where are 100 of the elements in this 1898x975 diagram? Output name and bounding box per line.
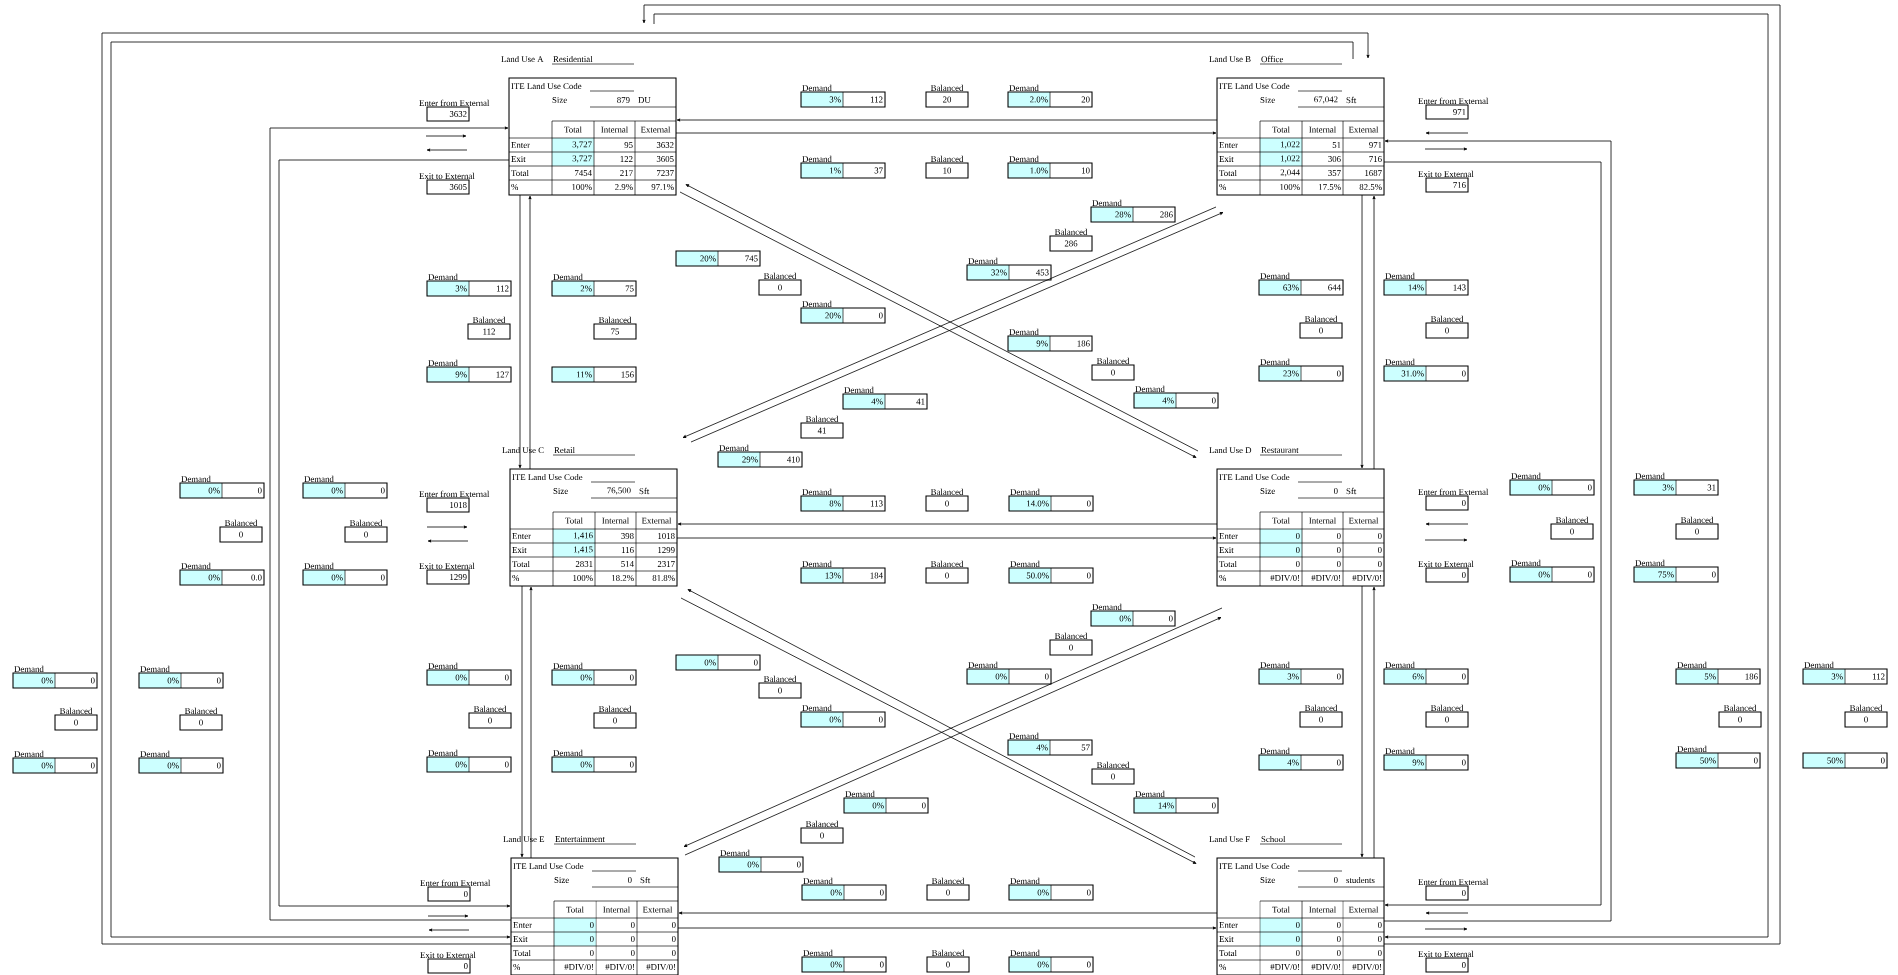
cell-value: 0 [1587, 571, 1592, 578]
cell-value: 0 [1319, 327, 1323, 334]
demand-box [1008, 560, 1094, 584]
cell-value: 3632 [449, 111, 467, 117]
field-label: Demand [428, 359, 458, 366]
cell-value: 0 [1587, 484, 1592, 491]
cell-value: 0% [704, 659, 716, 666]
cell-value: 0 [1336, 936, 1341, 942]
field-label: Balanced [598, 705, 632, 712]
column-header: Total [1272, 517, 1290, 524]
demand-box [1633, 472, 1719, 496]
cell-value: 2% [580, 285, 592, 292]
column-header: Total [566, 906, 584, 913]
data-table [502, 446, 678, 587]
field-label: Demand [968, 661, 998, 668]
cell-value: 357 [1328, 170, 1341, 176]
cell-value: 112 [870, 96, 883, 103]
row-label: % [1219, 964, 1227, 970]
cell-value: 1299 [658, 547, 675, 553]
cell-value: 0% [1538, 484, 1550, 491]
column-header: Total [564, 126, 582, 133]
field-label: Balanced [349, 519, 383, 526]
cell-value: 3605 [449, 184, 467, 190]
cell-value: 23% [1283, 370, 1299, 377]
cell-value: 100% [573, 575, 593, 581]
cell-value: 14% [1408, 284, 1424, 291]
demand-box [843, 790, 929, 814]
cell-value: 0 [629, 674, 634, 681]
demand-box [551, 366, 637, 383]
column-header: Total [1272, 906, 1290, 913]
cell-value: 0 [1211, 397, 1216, 404]
cell-value: 0 [1461, 890, 1466, 896]
row-label: % [511, 184, 519, 190]
cell-value: 10 [943, 167, 952, 174]
arrow [528, 195, 532, 470]
unit-label: Sft [639, 487, 650, 495]
cell-value: 0 [1461, 572, 1466, 578]
demand-box [1133, 385, 1219, 409]
cell-value: 50% [1827, 757, 1843, 764]
cell-value: 0 [1295, 533, 1300, 539]
row-label: Total [1219, 949, 1237, 957]
demand-box [1090, 199, 1176, 223]
cell-value: 0% [331, 487, 343, 494]
column-header: External [642, 906, 673, 913]
balanced-box [593, 705, 637, 729]
field-label: Balanced [1723, 704, 1757, 711]
cell-value: #DIV/0! [1270, 575, 1300, 581]
cell-value: 1687 [1365, 170, 1382, 176]
cell-value: 0 [216, 762, 221, 769]
cell-value: 0 [1336, 561, 1341, 567]
field-label: Size [553, 488, 568, 494]
balanced-box [467, 316, 511, 340]
cell-value: 0 [1111, 773, 1115, 780]
row-label: Exit [513, 936, 528, 942]
field-label: Demand [1009, 84, 1039, 91]
column-header: Internal [601, 126, 629, 133]
field-label: Balanced [931, 949, 965, 956]
land-use-title: Land Use F [1209, 835, 1250, 843]
cell-value: 0% [208, 574, 220, 581]
balanced-box [1091, 761, 1135, 785]
cell-value: 186 [1077, 340, 1090, 347]
cell-value: 10 [1082, 167, 1090, 174]
balanced-box [1675, 516, 1719, 540]
land-use-name: Restaurant [1261, 447, 1299, 453]
data-table [1209, 446, 1385, 587]
demand-box [675, 250, 761, 267]
column-header: External [641, 517, 672, 524]
field-label: Demand [1092, 603, 1122, 610]
demand-box [718, 849, 804, 873]
column-header: External [1348, 126, 1379, 133]
field-label: Demand [428, 273, 458, 280]
field-label: Balanced [930, 155, 964, 162]
cell-value: 0 [1295, 922, 1300, 928]
cell-value: 410 [787, 456, 800, 463]
cell-value: 716 [1369, 156, 1382, 162]
field-label: Balanced [1054, 632, 1088, 639]
demand-box [1090, 603, 1176, 627]
field-label: Demand [1260, 661, 1290, 668]
field-label: Balanced [930, 84, 964, 91]
field-label: Balanced [224, 519, 258, 526]
cell-value: 0 [90, 677, 95, 684]
cell-value: 8% [829, 500, 841, 507]
field-label: Demand [1260, 272, 1290, 279]
cell-value: 51 [1332, 142, 1341, 148]
balanced-box [926, 949, 970, 973]
cell-value: 82.5% [1359, 184, 1382, 190]
cell-value: 0 [778, 687, 782, 694]
row-label: Enter [1219, 922, 1238, 928]
balanced-box [1718, 704, 1762, 728]
cell-value: 0 [778, 284, 782, 291]
demand-box [1007, 155, 1093, 179]
cell-value: 3% [1662, 484, 1674, 491]
cell-value: 514 [621, 561, 634, 567]
demand-box [1509, 559, 1595, 583]
cell-value: 0 [1336, 370, 1341, 377]
cell-value: 0 [74, 719, 78, 726]
cell-value: 0 [463, 963, 468, 969]
external-box [1418, 488, 1489, 511]
land-use-name: Residential [553, 55, 593, 63]
external-box [1418, 878, 1489, 901]
